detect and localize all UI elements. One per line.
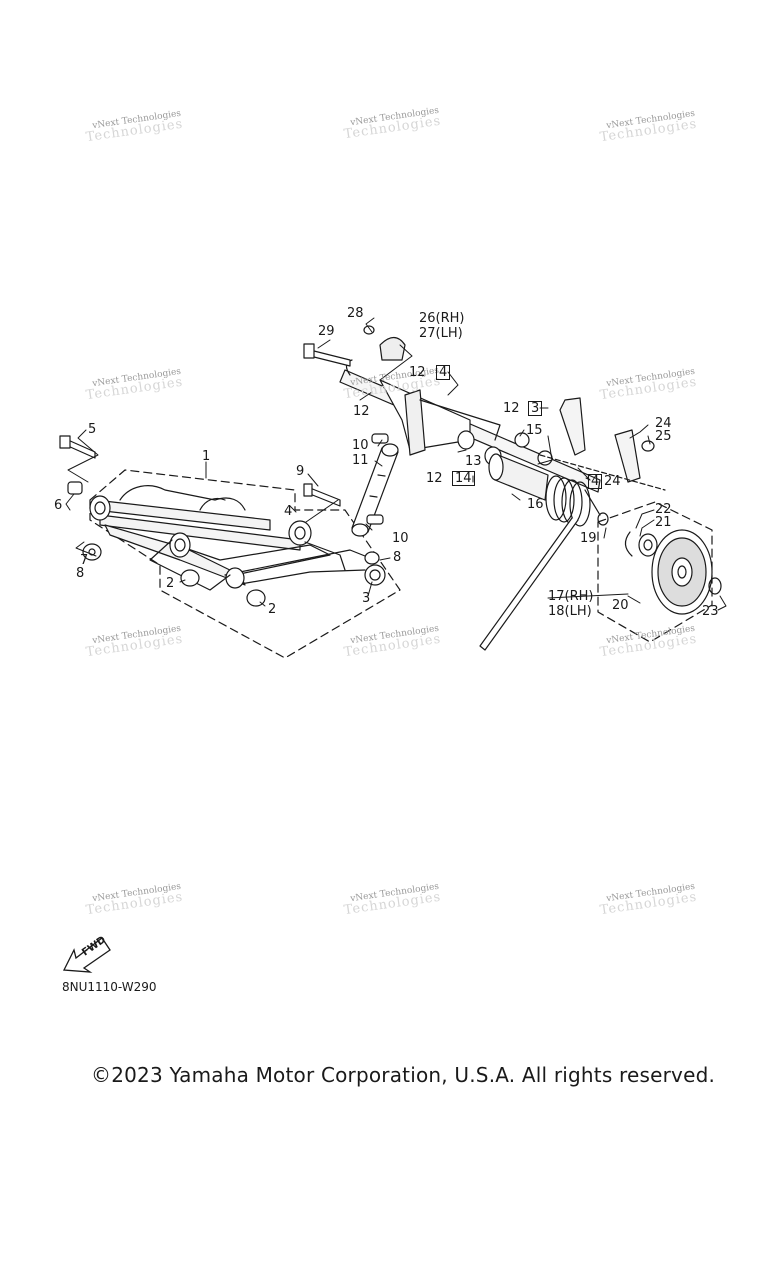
callout-28[interactable]: 28 [347,306,364,321]
callout-20[interactable]: 20 [612,598,629,613]
callout-27[interactable]: 27(LH) [419,326,463,341]
bolt-5 [59,435,96,459]
bushing-13 [457,430,475,450]
callout-9[interactable]: 9 [296,464,305,479]
callout-23[interactable]: 23 [702,604,719,619]
callout-16[interactable]: 16 [527,497,544,512]
washer-19 [597,512,609,526]
callout-17[interactable]: 17(RH) [548,589,594,604]
bracket-24a [559,397,586,456]
diagram-code: 8NU1110-W290 [62,980,157,994]
callout-18[interactable]: 18(LH) [548,604,592,619]
idler-wheel [624,529,722,615]
clip-28 [363,325,375,335]
callout-8[interactable]: 8 [393,550,402,565]
callout-25[interactable]: 25 [655,429,672,444]
callout-13[interactable]: 13 [465,454,482,469]
bolt-9 [309,487,341,507]
callout-2[interactable]: 2 [166,576,175,591]
callout-10[interactable]: 10 [392,531,409,546]
callout-8[interactable]: 8 [76,566,85,581]
callout-15[interactable]: 15 [526,423,543,438]
bearing-21 [638,533,658,557]
callout-6[interactable]: 6 [54,498,63,513]
callout-4[interactable]: 4 [284,504,293,519]
upper-arm-12 [339,359,601,493]
callout-12[interactable]: 12 [409,365,426,380]
callout-3[interactable]: 3 [362,591,371,606]
callout-14-boxed[interactable]: 14 [452,471,475,486]
callout-26[interactable]: 26(RH) [419,311,465,326]
callout-12[interactable]: 12 [353,404,370,419]
copyright-notice: ©2023 Yamaha Motor Corporation, U.S.A. A… [91,1063,716,1087]
lower-arm-frame [89,485,376,591]
callout-1[interactable]: 1 [202,449,211,464]
callout-10[interactable]: 10 [352,438,369,453]
callout-3-boxed[interactable]: 3 [528,401,543,416]
callout-24[interactable]: 24 [655,416,672,431]
callout-21[interactable]: 21 [655,515,672,530]
callout-4-boxed[interactable]: 4 [588,474,603,489]
callout-4-boxed[interactable]: 4 [436,365,451,380]
bumper-cap-26 [379,336,406,361]
callout-29[interactable]: 29 [318,324,335,339]
callout-12[interactable]: 12 [426,471,443,486]
torsion-spring [479,475,601,651]
ring-23 [708,577,722,595]
bushing-3 [364,564,386,586]
callout-5[interactable]: 5 [88,422,97,437]
bushing-2a [180,569,200,587]
callout-12[interactable]: 12 [503,401,520,416]
callout-19[interactable]: 19 [580,531,597,546]
callout-24[interactable]: 24 [604,474,621,489]
bolt-29 [303,343,351,367]
callout-2[interactable]: 2 [268,602,277,617]
collar-6 [67,481,83,495]
callout-7[interactable]: 7 [80,553,89,568]
bracket-24b [614,429,641,483]
clip-22 [624,531,633,557]
callout-11[interactable]: 11 [352,453,369,468]
callout-22[interactable]: 22 [655,502,672,517]
group-outline-lower-arm [89,469,401,659]
link-rod-11 [351,433,399,537]
fwd-arrow-icon [62,937,111,973]
group-outline-wheel [597,501,713,643]
leader-lines [65,317,727,611]
